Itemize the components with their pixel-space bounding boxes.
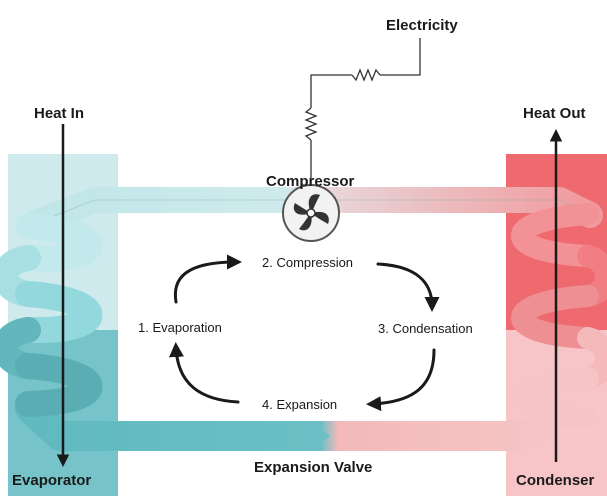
compressor (282, 184, 340, 242)
step-expansion-label: 4. Expansion (262, 397, 337, 412)
electricity-label: Electricity (386, 17, 458, 34)
evaporator-label: Evaporator (12, 472, 91, 489)
compressor-fan-icon (293, 194, 329, 231)
arrow-cond-to-exp (366, 348, 436, 412)
evaporator-coil (0, 213, 103, 417)
heat-in-label: Heat In (34, 105, 84, 122)
resistor-horizontal (351, 68, 381, 82)
condenser-coil (511, 203, 607, 429)
electricity-wire (304, 38, 421, 185)
arrow-exp-to-evap (169, 342, 240, 404)
condenser-label: Condenser (516, 472, 595, 489)
cycle-arrows (169, 254, 440, 412)
step-condensation-label: 3. Condensation (378, 321, 473, 336)
arrow-comp-to-cond (376, 262, 440, 312)
compressor-label: Compressor (266, 173, 355, 190)
arrow-evap-to-comp (173, 254, 242, 304)
step-compression-label: 2. Compression (262, 255, 353, 270)
resistor-vertical (304, 107, 318, 141)
expansion-valve (312, 422, 330, 450)
expansion-valve-label: Expansion Valve (254, 459, 372, 476)
heat-out-label: Heat Out (523, 105, 586, 122)
step-evaporation-label: 1. Evaporation (138, 320, 222, 335)
